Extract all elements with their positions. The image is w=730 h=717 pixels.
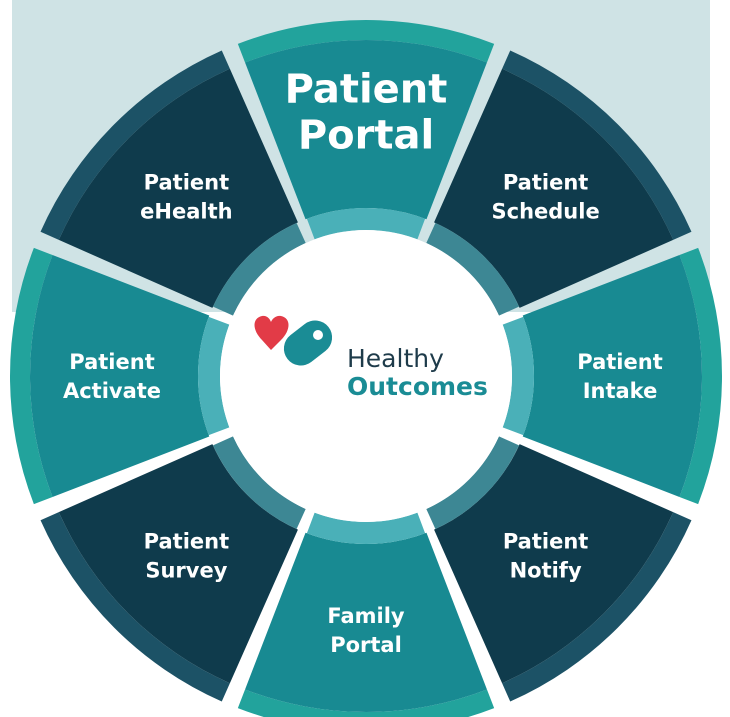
segment-outer-band [40, 50, 230, 240]
segment-inner-band [306, 512, 426, 544]
segment-inner-band [198, 316, 230, 436]
segment-inner-band [306, 208, 426, 240]
brand-name-line1: Healthy [347, 344, 444, 373]
segment-label: Patient [285, 66, 448, 112]
segment-label: Family [327, 604, 405, 628]
pill-hole [313, 330, 323, 340]
segment-label: Activate [63, 379, 161, 403]
segment-inner-band [502, 316, 535, 436]
segment-patient-ehealth: Patient eHealth [40, 50, 306, 316]
segment-label: Survey [145, 559, 227, 583]
heart-pill-icon [254, 315, 333, 366]
segment-label: Patient [503, 170, 588, 194]
segment-inner-band [213, 223, 306, 316]
segment-label: Patient [69, 350, 154, 374]
segment-body [245, 39, 487, 220]
segments-layer: PatientPortalPatientSchedulePatientIntak… [10, 19, 722, 717]
segment-outer-band [502, 512, 692, 702]
segment-label: Schedule [492, 199, 600, 223]
brand-name-line2: Outcomes [347, 372, 488, 401]
segment-outer-band [679, 247, 722, 505]
segment-body [434, 444, 674, 684]
segment-label: Portal [298, 112, 434, 158]
segment-body [58, 444, 298, 684]
center-hub: Healthy Outcomes [220, 230, 512, 522]
segment-outer-band [502, 50, 692, 240]
segment-body [245, 532, 487, 712]
segment-body [522, 255, 702, 497]
segment-inner-band [426, 223, 519, 316]
segment-outer-band [237, 689, 495, 717]
healthy-outcomes-logo: Healthy Outcomes [254, 315, 488, 401]
segment-label: Patient [144, 170, 229, 194]
segment-body [58, 68, 298, 308]
segment-label: Portal [330, 633, 402, 657]
segment-body [30, 255, 210, 497]
segment-outer-band [237, 19, 495, 63]
segment-outer-band [40, 512, 230, 702]
segment-outer-band [10, 247, 53, 505]
segment-label: Patient [144, 530, 229, 554]
heart-icon [254, 315, 289, 350]
segment-label: Patient [577, 350, 662, 374]
segment-inner-band [213, 436, 306, 529]
segment-inner-band [426, 436, 519, 529]
segment-body [434, 68, 674, 308]
segment-label: Intake [583, 379, 658, 403]
segment-label: Notify [510, 559, 582, 583]
segment-label: eHealth [140, 199, 232, 223]
segment-label: Patient [503, 530, 588, 554]
hub-disc [234, 244, 498, 508]
